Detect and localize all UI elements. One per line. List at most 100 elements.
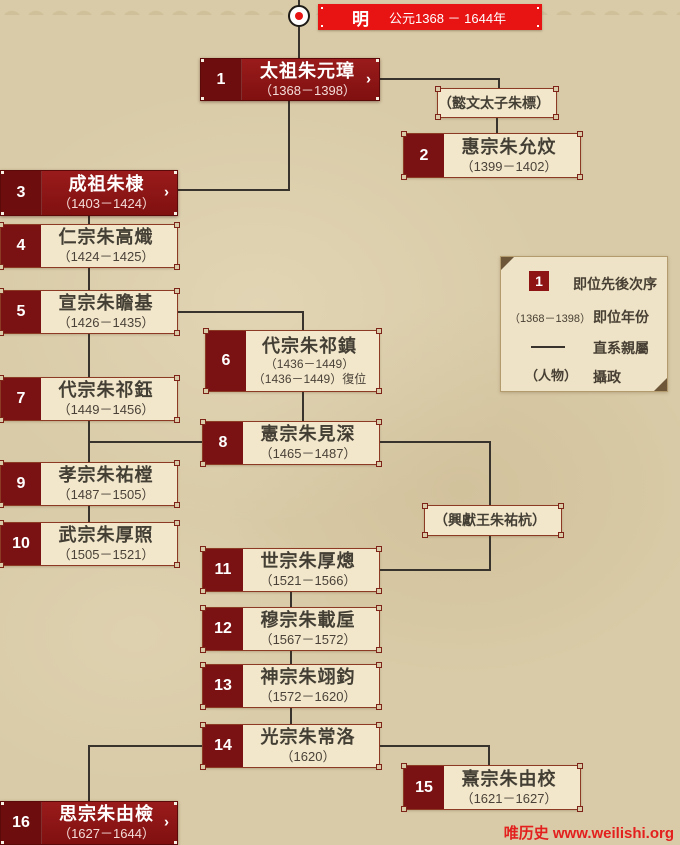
corner-ornament	[1, 212, 4, 215]
reign-years: （1572－1620）	[259, 689, 357, 704]
corner-ornament	[174, 502, 180, 508]
reign-years: （1620）	[280, 749, 336, 764]
corner-ornament	[200, 722, 206, 728]
box-body: 惠宗朱允炆（1399－1402）	[444, 134, 580, 177]
kinship-line	[302, 311, 304, 330]
corner-ornament	[577, 806, 583, 812]
succession-number: 14	[203, 725, 243, 767]
corner-ornament	[376, 662, 382, 668]
corner-ornament	[200, 662, 206, 668]
corner-ornament	[0, 417, 4, 423]
corner-ornament	[200, 588, 206, 594]
box-body: 太祖朱元璋（1368－1398）	[242, 59, 379, 100]
succession-number: 6	[206, 331, 246, 391]
person-name: （懿文太子朱標）	[438, 94, 550, 111]
corner-ornament	[174, 171, 177, 174]
succession-number: 7	[1, 378, 41, 420]
chevron-right-icon: ›	[164, 183, 169, 201]
corner-ornament	[422, 532, 428, 538]
kinship-line	[290, 708, 292, 724]
corner-ornament	[174, 212, 177, 215]
kinship-line	[489, 441, 491, 505]
corner-ornament	[200, 764, 206, 770]
box-body: 仁宗朱高熾（1424－1425）	[41, 225, 177, 267]
kinship-line	[302, 392, 304, 421]
corner-dot	[321, 25, 323, 27]
emperor-name: 代宗朱祁鈺	[58, 380, 154, 401]
corner-dot	[321, 7, 323, 9]
box-body: 神宗朱翊鈞（1572－1620）	[243, 665, 379, 707]
watermark-link[interactable]: 唯历史 www.weilishi.org	[503, 825, 674, 842]
note-box-xingxian-wang: （興獻王朱祐杭）	[422, 503, 564, 538]
reign-years: （1399－1402）	[460, 158, 558, 174]
kinship-line	[89, 441, 202, 443]
kinship-line	[298, 26, 300, 58]
kinship-line	[380, 745, 490, 747]
corner-ornament	[0, 562, 4, 568]
corner-ornament	[174, 330, 180, 336]
corner-dot	[537, 7, 539, 9]
corner-ornament	[174, 802, 177, 805]
corner-ornament	[0, 330, 4, 336]
emperor-name: 穆宗朱載垕	[260, 610, 356, 631]
corner-dot	[537, 25, 539, 27]
reign-years: （1621－1627）	[460, 790, 558, 806]
reign-years: （1627－1644）	[58, 826, 155, 841]
kinship-line	[288, 101, 290, 191]
corner-ornament	[376, 546, 382, 552]
timeline-node-icon	[288, 5, 310, 27]
reign-years: （1567－1572）	[259, 632, 357, 647]
succession-number: 8	[203, 422, 243, 464]
legend-label-reign-years: 即位年份	[593, 309, 649, 325]
emperor-name: 武宗朱厚照	[58, 525, 154, 546]
corner-ornament	[558, 532, 564, 538]
reign-years: （1449－1456）	[57, 402, 155, 417]
legend-label-direct-kin: 直系親屬	[593, 340, 649, 356]
box-body: 思宗朱由檢（1627－1644）	[42, 802, 177, 844]
reign-years: （1505－1521）	[57, 547, 155, 562]
kinship-line	[88, 421, 90, 462]
corner-ornament	[376, 722, 382, 728]
corner-ornament	[174, 520, 180, 526]
corner-ornament	[0, 222, 4, 228]
emperor-name: 代宗朱祁鎮	[262, 335, 357, 356]
dynasty-name: 明	[352, 9, 371, 29]
emperor-box-7: 7 代宗朱祁鈺（1449－1456）	[0, 375, 180, 423]
succession-number: 15	[404, 766, 444, 809]
corner-ornament	[376, 97, 379, 100]
kinship-line	[88, 334, 90, 377]
reign-years: （1487－1505）	[57, 487, 155, 502]
corner-ornament	[200, 546, 206, 552]
corner-ornament	[401, 174, 407, 180]
corner-ornament	[401, 131, 407, 137]
emperor-name: 惠宗朱允炆	[461, 136, 557, 157]
corner-ornament	[0, 520, 4, 526]
emperor-name: 神宗朱翊鈞	[260, 667, 356, 688]
corner-ornament	[435, 86, 441, 92]
corner-ornament	[174, 417, 180, 423]
chevron-right-icon: ›	[164, 813, 169, 831]
box-body: 武宗朱厚照（1505－1521）	[41, 523, 177, 565]
emperor-name: 成祖朱棣	[68, 174, 145, 195]
corner-ornament	[376, 704, 382, 710]
succession-number: 11	[203, 549, 243, 591]
corner-ornament	[1, 171, 4, 174]
kinship-line	[88, 745, 90, 801]
reign-years: （1403－1424）	[58, 196, 155, 211]
legend-number-sample: 1	[529, 271, 549, 291]
kinship-line	[489, 536, 491, 571]
legend-line-sample	[531, 346, 565, 348]
chevron-right-icon: ›	[366, 70, 371, 88]
corner-ornament	[376, 388, 382, 394]
